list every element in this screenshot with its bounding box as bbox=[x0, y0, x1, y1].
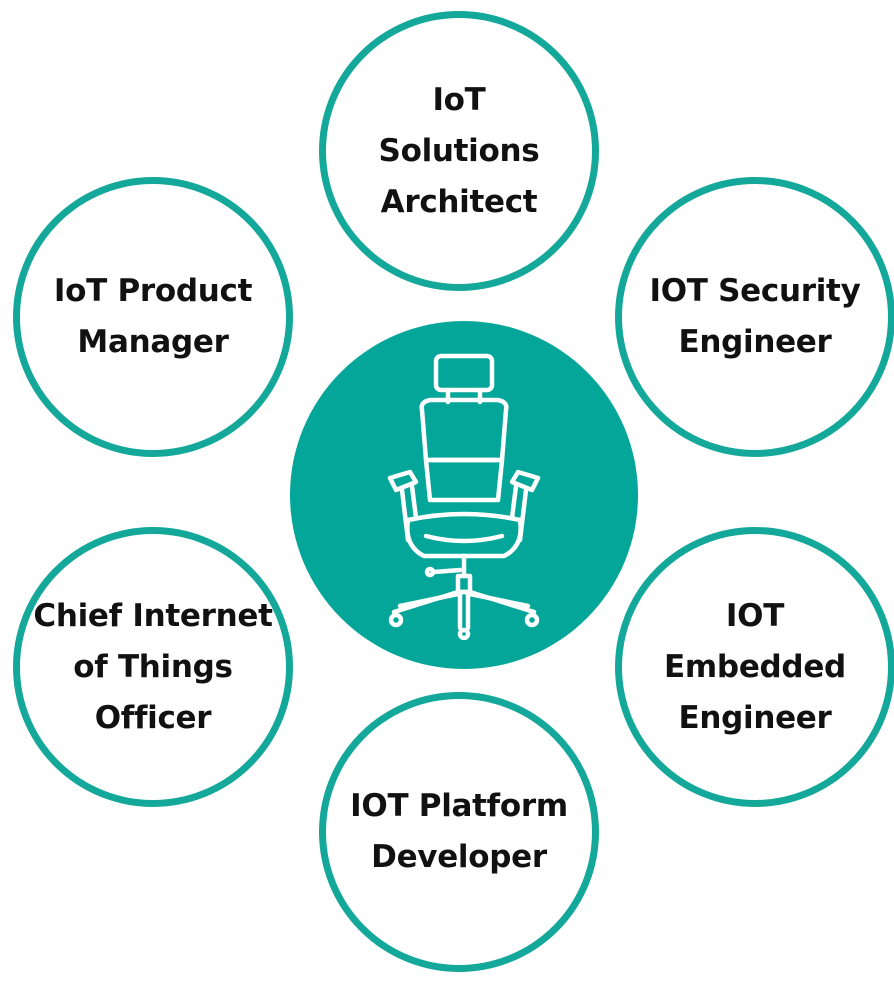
role-circle-iot-embedded-engineer: IOT Embedded Engineer bbox=[615, 527, 894, 807]
role-label: IoT Product Manager bbox=[53, 273, 253, 360]
role-label: Chief Internet of Things Officer bbox=[33, 597, 273, 736]
role-label: IOT Platform Developer bbox=[350, 788, 568, 875]
role-circle-iot-solutions-architect: IoT Solutions Architect bbox=[319, 11, 599, 291]
office-chair-icon bbox=[387, 353, 541, 640]
role-label: IOT Embedded Engineer bbox=[664, 597, 846, 736]
center-hub-circle bbox=[290, 321, 638, 669]
role-circle-iot-platform-developer: IOT Platform Developer bbox=[319, 692, 599, 972]
role-label: IOT Security Engineer bbox=[649, 273, 861, 360]
role-circle-iot-product-manager: IoT Product Manager bbox=[13, 177, 293, 457]
role-label: IoT Solutions Architect bbox=[378, 81, 540, 220]
role-circle-iot-security-engineer: IOT Security Engineer bbox=[615, 177, 894, 457]
role-circle-chief-iot-officer: Chief Internet of Things Officer bbox=[13, 527, 293, 807]
